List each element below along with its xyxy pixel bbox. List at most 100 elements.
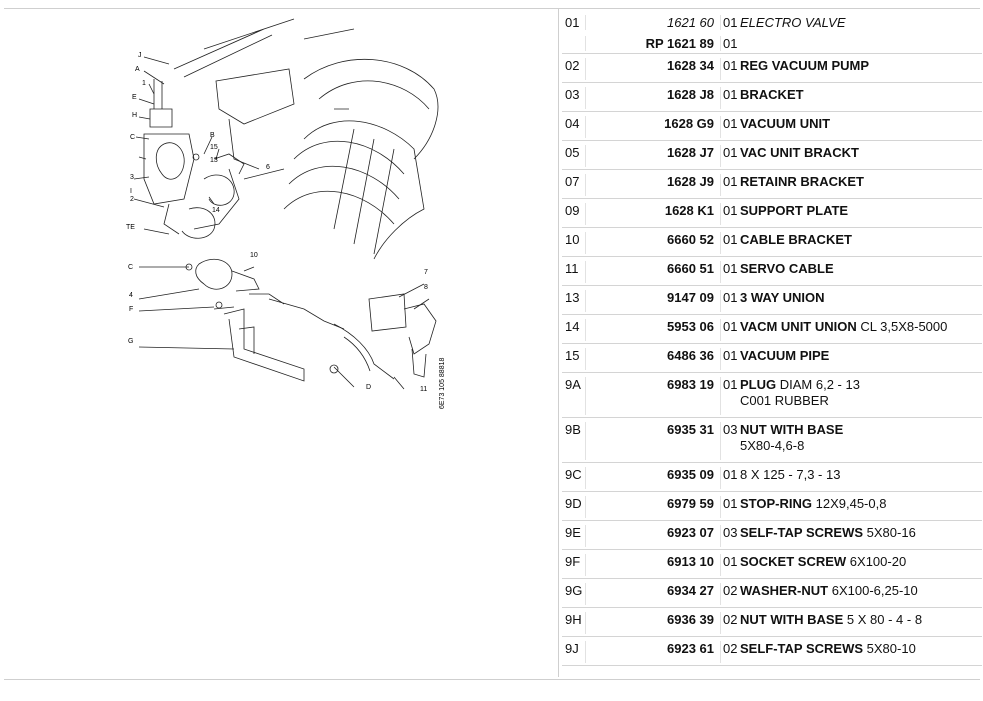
- part-description-cell: VACUUM UNIT: [740, 116, 982, 132]
- part-quantity: 01: [720, 145, 741, 167]
- part-spec: 6X100-20: [849, 554, 907, 569]
- part-quantity: 01: [720, 15, 741, 30]
- part-reference: 6983 19: [667, 377, 714, 392]
- part-description-cell: WASHER-NUT 6X100-6,25-10: [740, 583, 982, 599]
- part-quantity: 01: [720, 58, 741, 80]
- diagram-label-I: I: [130, 188, 132, 195]
- item-number: 05: [562, 145, 586, 167]
- part-quantity: 01: [720, 290, 741, 312]
- item-number: 9B: [562, 422, 586, 460]
- diagram-label-A: A: [135, 66, 140, 73]
- part-reference: 6934 27: [667, 583, 714, 598]
- part-reference: 6936 39: [667, 612, 714, 627]
- part-quantity: 01: [720, 174, 741, 196]
- diagram-label-15: 15: [210, 144, 218, 151]
- item-number: 14: [562, 319, 586, 341]
- part-description-cell: SUPPORT PLATE: [740, 203, 982, 219]
- diagram-label-7: 7: [424, 269, 428, 276]
- item-number: 9A: [562, 377, 586, 415]
- item-number: 10: [562, 232, 586, 254]
- part-description-cell: ELECTRO VALVE: [740, 15, 982, 31]
- part-quantity: 02: [720, 612, 741, 634]
- part-reference: 6935 31: [667, 422, 714, 437]
- part-reference: 6660 51: [667, 261, 714, 276]
- item-number: 9C: [562, 467, 586, 489]
- part-description-cell: VACUUM PIPE: [740, 348, 982, 364]
- diagram-label-E: E: [132, 94, 137, 101]
- diagram-label-F: F: [129, 306, 133, 313]
- part-description-cell: VACM UNIT UNION CL 3,5X8-5000: [740, 319, 982, 335]
- part-reference: 6923 07: [667, 525, 714, 540]
- diagram-label-B: B: [210, 132, 215, 139]
- part-quantity: 01: [720, 87, 741, 109]
- part-description-cell: SOCKET SCREW 6X100-20: [740, 554, 982, 570]
- part-quantity: 01: [720, 377, 741, 415]
- part-quantity: 01: [720, 319, 741, 341]
- diagram-label-3: 3: [130, 174, 134, 181]
- part-description-cell: PLUG DIAM 6,2 - 13 C001 RUBBER: [740, 377, 982, 409]
- part-description: VACUUM UNIT: [740, 116, 831, 131]
- item-number: 9G: [562, 583, 586, 605]
- part-quantity: 01: [720, 232, 741, 254]
- part-reference: 6923 61: [667, 641, 714, 656]
- part-reference: 6979 59: [667, 496, 714, 511]
- item-number: [562, 36, 586, 51]
- item-number: 15: [562, 348, 586, 370]
- page-frame: [4, 8, 980, 680]
- part-spec: DIAM 6,2 - 13 C001 RUBBER: [740, 377, 860, 408]
- part-description: SERVO CABLE: [740, 261, 834, 276]
- diagram-label-14: 14: [212, 207, 220, 214]
- part-quantity: 01: [720, 348, 741, 370]
- part-quantity: 01: [720, 496, 741, 518]
- part-description-cell: SELF-TAP SCREWS 5X80-10: [740, 641, 982, 657]
- part-quantity: 02: [720, 583, 741, 605]
- part-description: WASHER-NUT: [740, 583, 829, 598]
- part-description: PLUG: [740, 377, 777, 392]
- diagram-label-2: 2: [130, 196, 134, 203]
- item-number: 9J: [562, 641, 586, 663]
- part-description: NUT WITH BASE: [740, 612, 844, 627]
- item-number: 02: [562, 58, 586, 80]
- diagram-label-1: 1: [142, 80, 146, 87]
- part-description-cell: REG VACUUM PUMP: [740, 58, 982, 74]
- item-number: 01: [562, 15, 586, 30]
- diagram-label-6: 6: [266, 164, 270, 171]
- part-description: 3 WAY UNION: [740, 290, 825, 305]
- item-number: 9F: [562, 554, 586, 576]
- part-description: SELF-TAP SCREWS: [740, 641, 864, 656]
- diagram-label-10: 10: [250, 252, 258, 259]
- part-description-cell: SERVO CABLE: [740, 261, 982, 277]
- part-quantity: 01: [720, 116, 741, 138]
- diagram-stamp: 6E73 105 88818: [439, 358, 446, 409]
- part-reference: 6660 52: [667, 232, 714, 247]
- part-description-cell: STOP-RING 12X9,45-0,8: [740, 496, 982, 512]
- part-spec: CL 3,5X8-5000: [860, 319, 948, 334]
- diagram-label-4: 4: [129, 292, 133, 299]
- part-quantity: 03: [720, 422, 741, 460]
- item-number: 9H: [562, 612, 586, 634]
- part-reference: 1628 J7: [667, 145, 714, 160]
- item-number: 9D: [562, 496, 586, 518]
- part-spec: 6X100-6,25-10: [831, 583, 918, 598]
- part-reference: 1628 K1: [664, 203, 714, 218]
- part-description: BRACKET: [740, 87, 804, 102]
- part-quantity: 01: [720, 554, 741, 576]
- part-reference: 9147 09: [667, 290, 714, 305]
